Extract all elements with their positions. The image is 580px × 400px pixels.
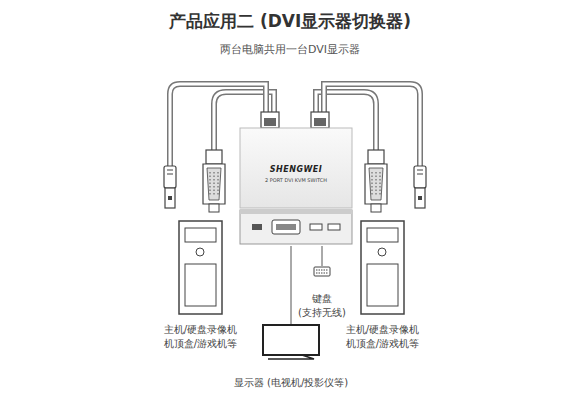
computer-tower-outline — [360, 220, 405, 315]
computer-tower: 主机/硬盘录像机 机顶盒/游戏机等 — [360, 220, 405, 315]
cable-line — [291, 246, 292, 324]
model-name: 2 PORT DVI KVM SWITCH — [240, 177, 352, 183]
cable-line — [322, 246, 323, 266]
computer-tower: 主机/硬盘录像机 机顶盒/游戏机等 — [178, 220, 223, 315]
kvm-switch: SHENGWEI 2 PORT DVI KVM SWITCH — [238, 124, 354, 246]
keyboard-icon: 键盘 (支持无线) — [313, 266, 331, 277]
subtitle-label: 两台电脑共用一台DVI显示器 — [0, 42, 580, 57]
kvm-switch-outline — [238, 124, 354, 246]
computer-tower-outline — [178, 220, 223, 315]
device-label: 主机/硬盘录像机 机顶盒/游戏机等 — [337, 323, 429, 350]
keyboard-icon-outline — [313, 266, 331, 277]
monitor: 显示器 (电视机/投影仪等) — [262, 324, 320, 360]
device-label: 显示器 (电视机/投影仪等) — [211, 376, 371, 390]
device-label: 主机/硬盘录像机 机顶盒/游戏机等 — [155, 323, 247, 350]
brand-name: SHENGWEI — [240, 165, 352, 174]
monitor-outline — [262, 324, 320, 360]
diagram-title: 产品应用二 (DVI显示器切换器) — [0, 10, 580, 33]
device-label: 键盘 (支持无线) — [290, 292, 354, 319]
